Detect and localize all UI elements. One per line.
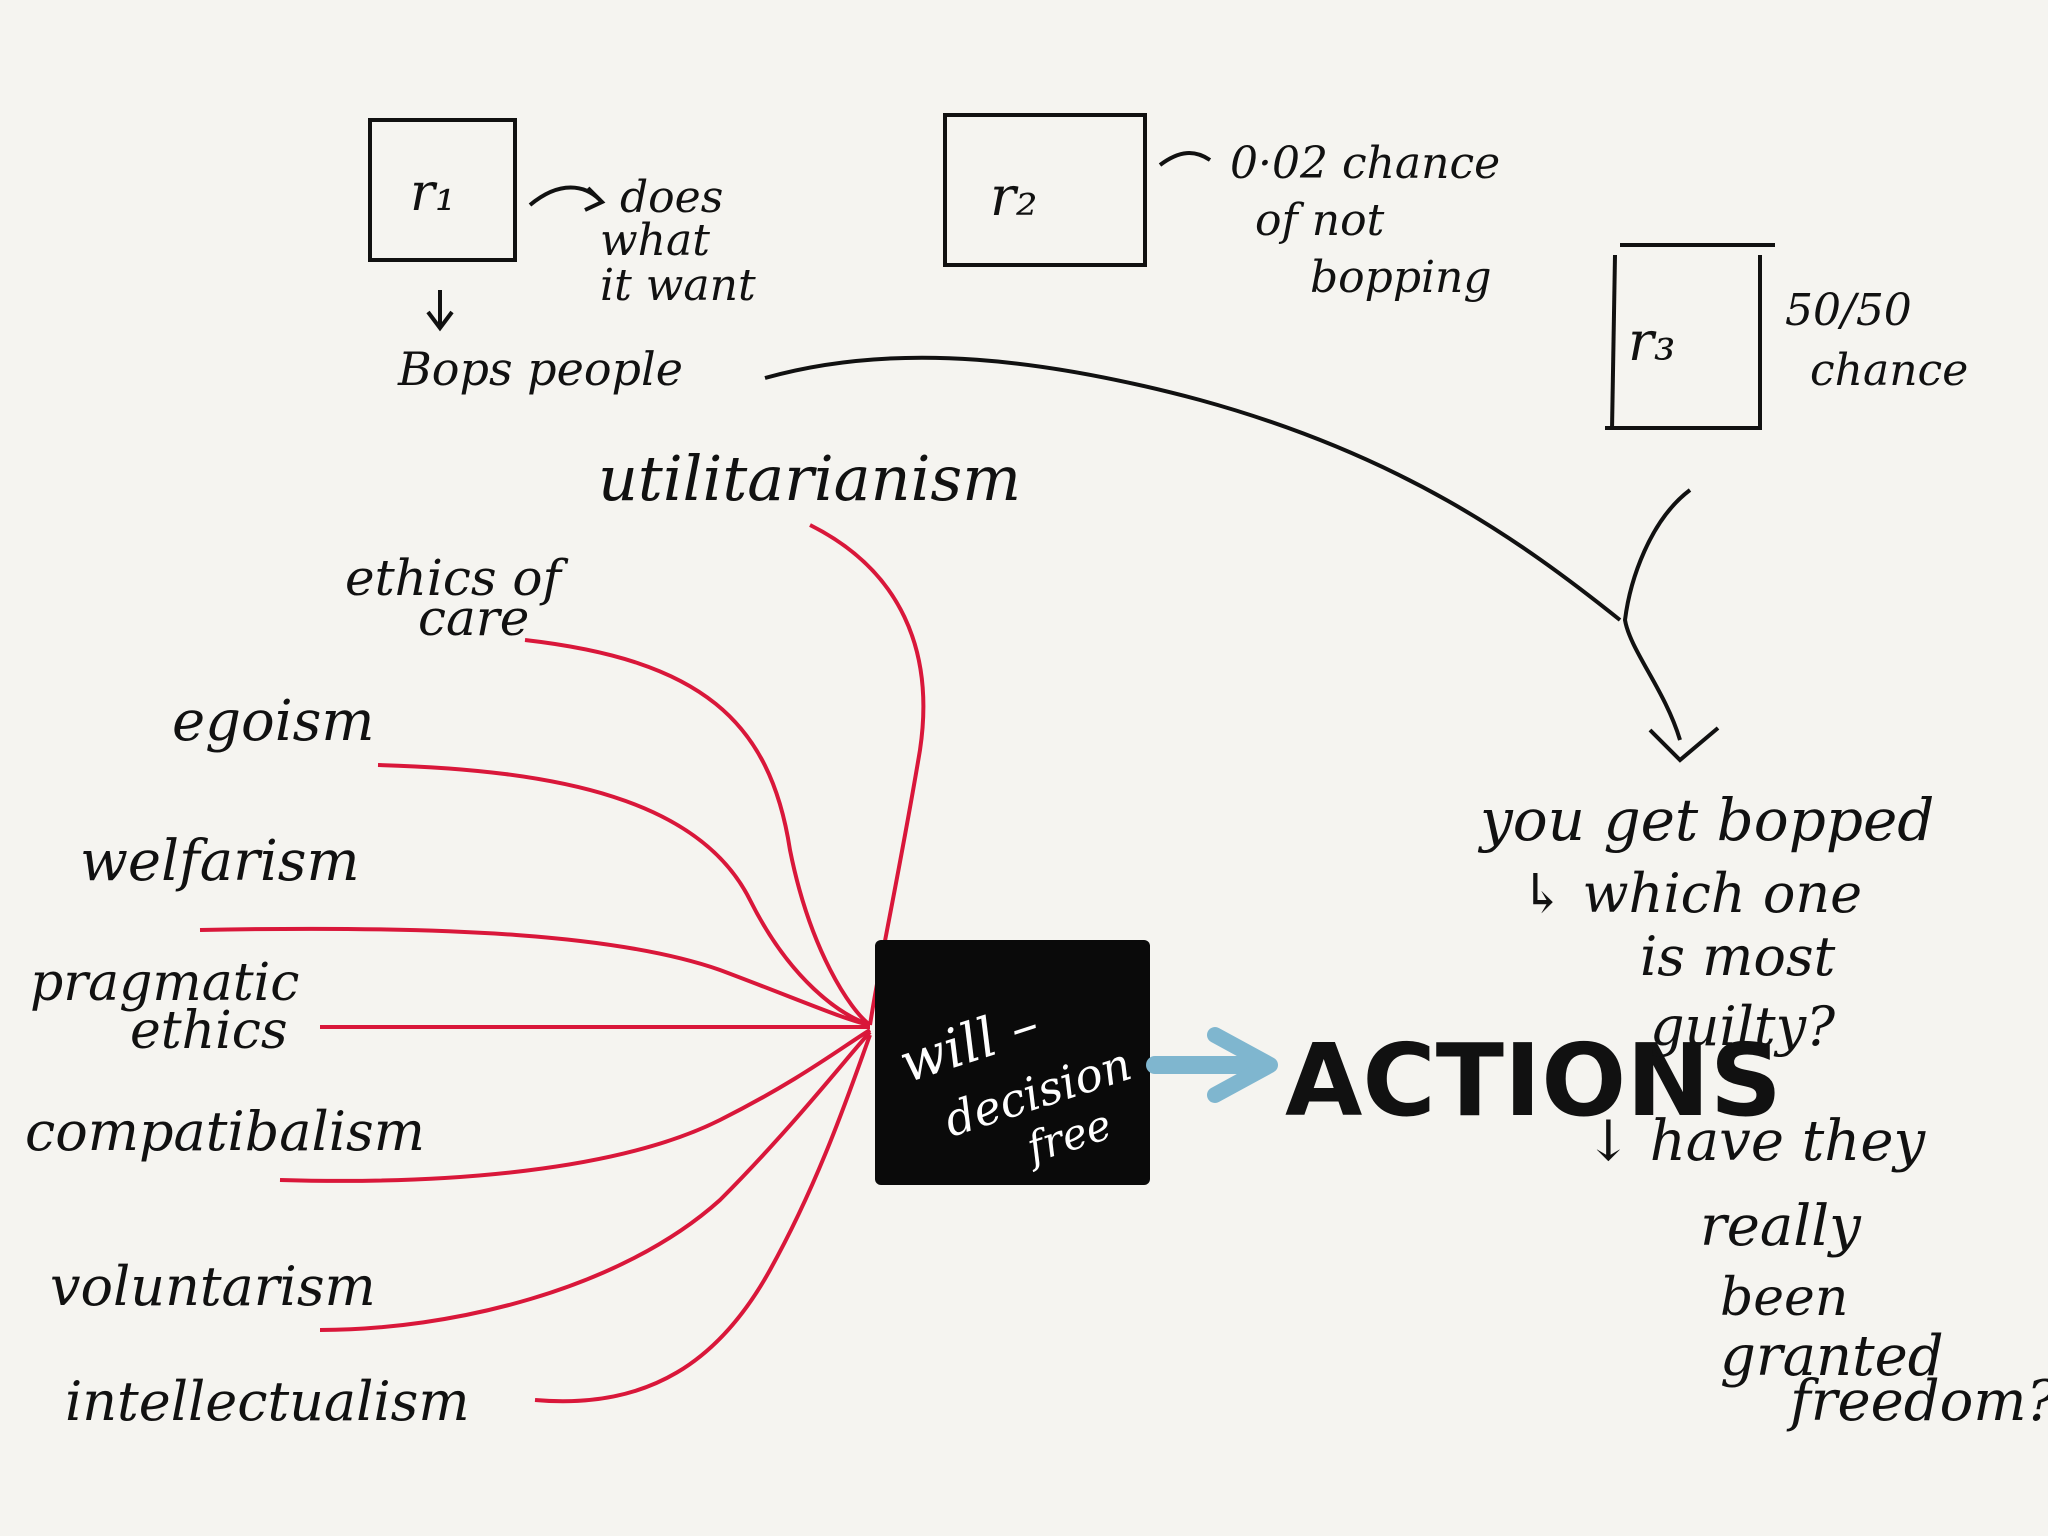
will-decision-box: will – decision free [875, 940, 1150, 1185]
connector-line [764, 355, 1622, 622]
theory-intellectualism: intellectualism [65, 1370, 470, 1433]
robot-r3-label: r₃ [1628, 310, 1675, 373]
line-egoism [377, 763, 871, 1027]
theory-ethics-of-care-1: ethics of [345, 549, 569, 607]
line-compatibalism [279, 1028, 872, 1183]
theory-utilitarianism: utilitarianism [598, 442, 1021, 515]
line-intellectualism [534, 1034, 872, 1404]
line-ethics-of-care [524, 638, 872, 1027]
line-welfarism [199, 926, 871, 1027]
theory-pragmatic-ethics-2: ethics [130, 1001, 288, 1061]
followup-line-1: ↓ have they [1585, 1109, 1926, 1174]
robot-r3-note-1: 50/50 [1785, 285, 1912, 336]
robot-r2-label: r₂ [990, 165, 1037, 228]
robot-r2-note-3: bopping [1310, 252, 1492, 303]
robot-r1: r₁ does what it want Bops people [368, 118, 756, 396]
robot-r3-note-2: chance [1810, 345, 1968, 396]
robot-r3: r₃ 50/50 chance [1605, 243, 1968, 431]
robot-r1-label: r₁ [410, 163, 456, 223]
line-voluntarism [319, 1030, 872, 1332]
followup-line-4: granted [1720, 1324, 1944, 1389]
connector-branch [1622, 488, 1692, 741]
outcome-line-4: guilty? [1650, 995, 1836, 1058]
followup-line-2: really [1700, 1194, 1862, 1259]
actions-label: ACTIONS [1285, 1022, 1782, 1139]
robot-r2-note-1: 0·02 chance [1230, 138, 1500, 189]
outcome-line-3: is most [1640, 925, 1836, 988]
actions-arrow [1146, 1027, 1278, 1103]
theory-pragmatic-ethics-1: pragmatic [30, 953, 299, 1013]
robot-r2-box [943, 113, 1147, 267]
robot-r2: r₂ 0·02 chance of not bopping [943, 113, 1500, 303]
theory-labels: utilitarianism ethics of care egoism wel… [25, 442, 1021, 1433]
theory-welfarism: welfarism [80, 829, 360, 894]
robot-r1-below: Bops people [397, 342, 683, 396]
outcome-line-1: you get bopped [1477, 786, 1934, 854]
robot-r1-note-2: what [600, 215, 710, 266]
connector-arrowhead [1648, 726, 1720, 763]
outcome-line-2: ↳ which one [1520, 862, 1862, 925]
followup-line-3: been [1720, 1268, 1848, 1328]
robot-r1-note-1: does [620, 172, 723, 223]
robot-r1-note-3: it want [600, 260, 756, 311]
theory-voluntarism: voluntarism [50, 1255, 376, 1318]
outcome-notes: you get bopped ↳ which one is most guilt… [1477, 786, 2048, 1434]
robot-r2-note-2: of not [1255, 195, 1385, 246]
theory-egoism: egoism [172, 689, 374, 754]
will-box-fill [875, 940, 1150, 1185]
robot-r2-arrow [1158, 151, 1212, 167]
theory-compatibalism: compatibalism [25, 1100, 425, 1163]
theory-ethics-of-care-2: care [418, 589, 529, 647]
robot-r1-down-arrow [426, 290, 454, 332]
followup-line-5: freedom? [1786, 1369, 2048, 1434]
robot-r1-box [368, 118, 517, 262]
